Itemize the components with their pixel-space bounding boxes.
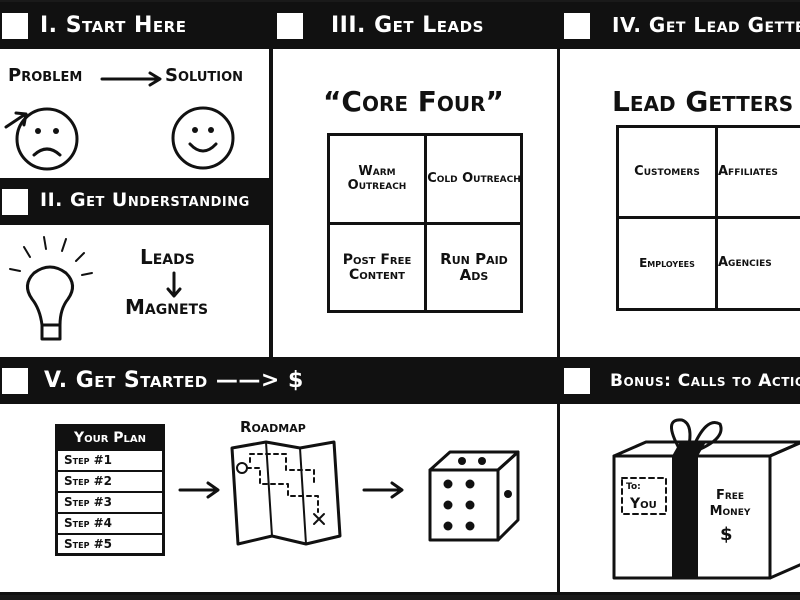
- checkbox-icon: [562, 11, 592, 41]
- grid-cell: Employees: [639, 255, 695, 270]
- panel-get-understanding: II. Get Understanding Leads Magnets: [0, 178, 272, 360]
- panel-title: I. Start Here: [40, 13, 187, 38]
- panel-header: IV. Get Lead Getters: [560, 5, 800, 49]
- plan-step: Step #1: [58, 449, 162, 470]
- panel-bonus-calls-to-action: Bonus: Calls to Action To: You Free Mone…: [557, 357, 800, 595]
- panel-header: II. Get Understanding: [0, 181, 269, 225]
- panel-get-lead-getters: IV. Get Lead Getters Lead Getters Custom…: [557, 2, 800, 360]
- solution-label: Solution: [165, 65, 244, 86]
- panel-header: I. Start Here: [0, 5, 269, 49]
- lead-getters-grid: Customers Affiliates Employees Agencies: [616, 125, 800, 311]
- roadmap-icon: [230, 440, 342, 546]
- leads-label: Leads: [140, 245, 195, 269]
- panel-get-leads: III. Get Leads “Core Four” Warm Outreach…: [270, 2, 560, 360]
- checkbox-icon: [275, 11, 305, 41]
- plan-step: Step #3: [58, 491, 162, 512]
- grid-cell: Cold Outreach: [427, 171, 521, 187]
- panel-start-here: I. Start Here Problem Solution: [0, 2, 272, 182]
- gift-text: Free Money: [709, 488, 751, 519]
- checkbox-icon: [562, 366, 592, 396]
- problem-label: Problem: [8, 65, 83, 86]
- panel-title: II. Get Understanding: [40, 189, 250, 211]
- gift-tag-to: To:: [626, 482, 641, 492]
- happy-face-icon: [171, 106, 235, 170]
- panel-title: V. Get Started ——> $: [44, 368, 304, 393]
- gift-box-icon: [612, 418, 800, 580]
- checkbox-icon: [0, 11, 30, 41]
- gift-tag-you: You: [630, 496, 657, 512]
- plan-title: Your Plan: [58, 427, 162, 449]
- right-arrow-icon: [100, 71, 162, 87]
- lead-getters-title: Lead Getters: [612, 85, 794, 118]
- right-arrow-icon: [178, 481, 220, 499]
- lightbulb-icon: [9, 236, 93, 341]
- grid-cell: Warm Outreach: [347, 164, 407, 193]
- sad-face-icon: [4, 107, 79, 171]
- roadmap-label: Roadmap: [240, 418, 306, 436]
- panel-header: Bonus: Calls to Action: [560, 360, 800, 404]
- panel-title: IV. Get Lead Getters: [612, 13, 800, 37]
- gift-dollar: $: [720, 524, 733, 545]
- grid-cell: Agencies: [718, 255, 772, 271]
- panel-title: Bonus: Calls to Action: [610, 371, 800, 391]
- plan-step: Step #4: [58, 512, 162, 533]
- dice-icon: [428, 450, 520, 542]
- plan-step: Step #2: [58, 470, 162, 491]
- checkbox-icon: [0, 187, 30, 217]
- down-arrow-icon: [166, 271, 182, 298]
- core-four-title: “Core Four”: [323, 85, 504, 118]
- checkbox-icon: [0, 366, 30, 396]
- panel-header: III. Get Leads: [273, 5, 557, 49]
- grid-cell: Affiliates: [718, 164, 778, 180]
- grid-cell: Customers: [634, 164, 700, 180]
- right-arrow-icon: [362, 481, 404, 499]
- grid-cell: Run Paid Ads: [440, 249, 508, 284]
- plan-step: Step #5: [58, 533, 162, 554]
- magnets-label: Magnets: [125, 295, 209, 319]
- grid-cell: Post Free Content: [342, 251, 412, 283]
- panel-header: V. Get Started ——> $: [0, 360, 557, 404]
- core-four-grid: Warm Outreach Cold Outreach Post Free Co…: [327, 133, 523, 313]
- panel-title: III. Get Leads: [331, 13, 484, 38]
